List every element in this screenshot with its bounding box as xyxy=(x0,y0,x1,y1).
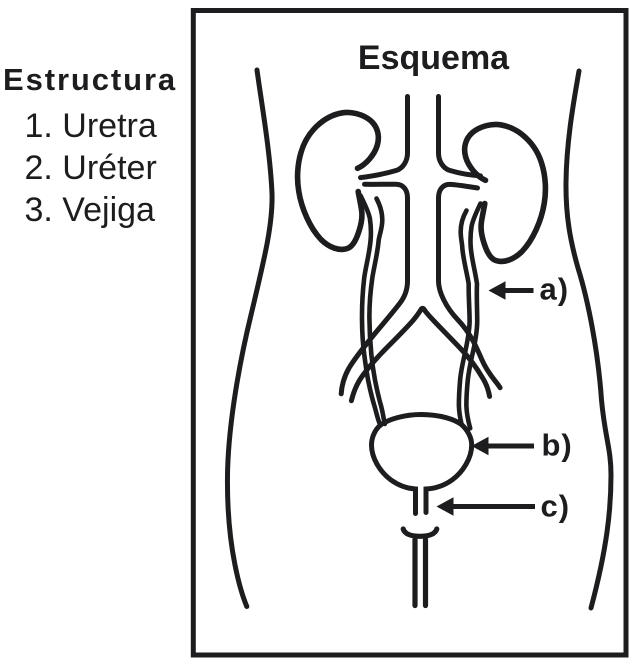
svg-text:Estructura: Estructura xyxy=(3,62,177,97)
svg-text:b): b) xyxy=(542,428,573,463)
svg-text:Esquema: Esquema xyxy=(358,39,510,77)
svg-text:1. Uretra: 1. Uretra xyxy=(25,107,157,145)
svg-text:2. Uréter: 2. Uréter xyxy=(25,149,157,187)
svg-text:3. Vejiga: 3. Vejiga xyxy=(25,191,156,229)
svg-text:a): a) xyxy=(540,272,570,307)
svg-text:c): c) xyxy=(541,489,571,524)
